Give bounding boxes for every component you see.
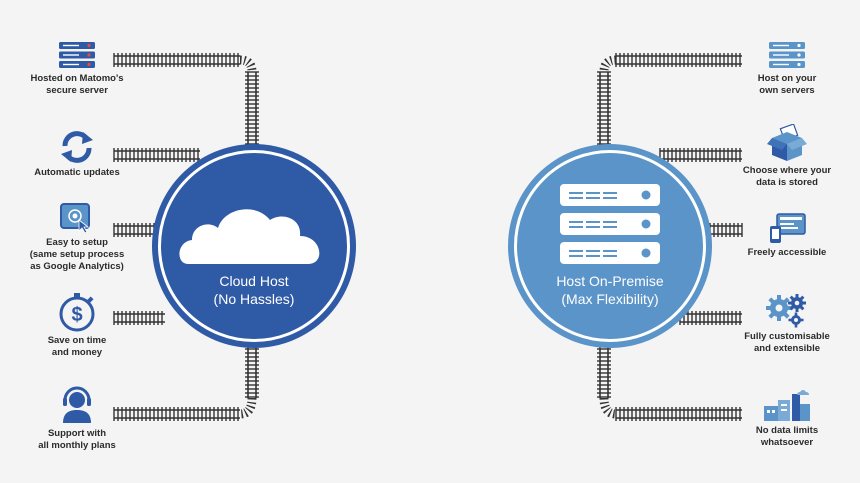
track-curve xyxy=(239,397,257,419)
track-left-vertical-top xyxy=(245,71,259,150)
feature-easy-setup: Easy to setup (same setup process as Goo… xyxy=(22,202,132,273)
open-box-icon xyxy=(767,124,807,161)
track-left-5 xyxy=(113,407,240,421)
feature-label: Fully customisable and extensible xyxy=(744,331,830,354)
support-headset-icon xyxy=(63,386,91,423)
cloud-host-title: Cloud Host (No Hassles) xyxy=(213,273,295,307)
feature-save-time-money: $ Save on time and money xyxy=(22,292,132,359)
feature-hosted-on-matomo: Hosted on Matomo's secure server xyxy=(22,40,132,97)
track-right-5 xyxy=(615,407,742,421)
track-left-vertical-bottom xyxy=(245,344,259,398)
city-buildings-icon xyxy=(764,390,810,421)
touch-screen-icon xyxy=(60,203,90,234)
feature-label: Easy to setup (same setup process as Goo… xyxy=(29,237,125,272)
server-stack-icon xyxy=(59,42,95,68)
track-left-1 xyxy=(113,53,240,67)
feature-freely-accessible: Freely accessible xyxy=(732,212,842,259)
track-right-2 xyxy=(659,148,742,162)
svg-text:$: $ xyxy=(71,304,82,326)
gears-icon xyxy=(766,294,806,328)
feature-support: Support with all monthly plans xyxy=(22,385,132,452)
cloud-host-ring xyxy=(158,150,350,342)
on-premise-ring xyxy=(514,150,706,342)
track-curve xyxy=(599,397,617,419)
feature-label: Support with all monthly plans xyxy=(38,428,116,451)
feature-automatic-updates: Automatic updates xyxy=(22,130,132,179)
feature-label: Hosted on Matomo's secure server xyxy=(30,73,124,96)
track-left-4 xyxy=(113,311,165,325)
feature-label: Automatic updates xyxy=(34,167,120,178)
cloud-host-circle: Cloud Host (No Hassles) xyxy=(152,144,356,348)
feature-label: Host on your own servers xyxy=(757,73,817,96)
server-rack-icon xyxy=(560,184,660,264)
track-curve xyxy=(599,55,617,73)
server-stack-icon xyxy=(769,42,805,68)
feature-customisable: Fully customisable and extensible xyxy=(732,292,842,355)
track-right-vertical-top xyxy=(597,71,611,150)
feature-host-own-servers: Host on your own servers xyxy=(732,40,842,97)
feature-label: Choose where your data is stored xyxy=(742,165,832,188)
on-premise-title: Host On-Premise (Max Flexibility) xyxy=(556,273,664,307)
cloud-icon xyxy=(179,209,320,264)
on-premise-circle: Host On-Premise (Max Flexibility) xyxy=(508,144,712,348)
feature-label: Freely accessible xyxy=(747,247,827,258)
stopwatch-dollar-icon: $ xyxy=(59,293,95,332)
devices-icon xyxy=(770,213,806,243)
track-right-vertical-bottom xyxy=(597,344,611,398)
track-left-2 xyxy=(113,148,200,162)
feature-no-data-limits: No data limits whatsoever xyxy=(732,386,842,449)
track-right-1 xyxy=(615,53,742,67)
feature-label: No data limits whatsoever xyxy=(755,425,819,448)
feature-choose-data-location: Choose where your data is stored xyxy=(732,124,842,189)
feature-label: Save on time and money xyxy=(47,335,107,358)
refresh-arrows-icon xyxy=(61,131,93,163)
track-curve xyxy=(239,55,257,73)
